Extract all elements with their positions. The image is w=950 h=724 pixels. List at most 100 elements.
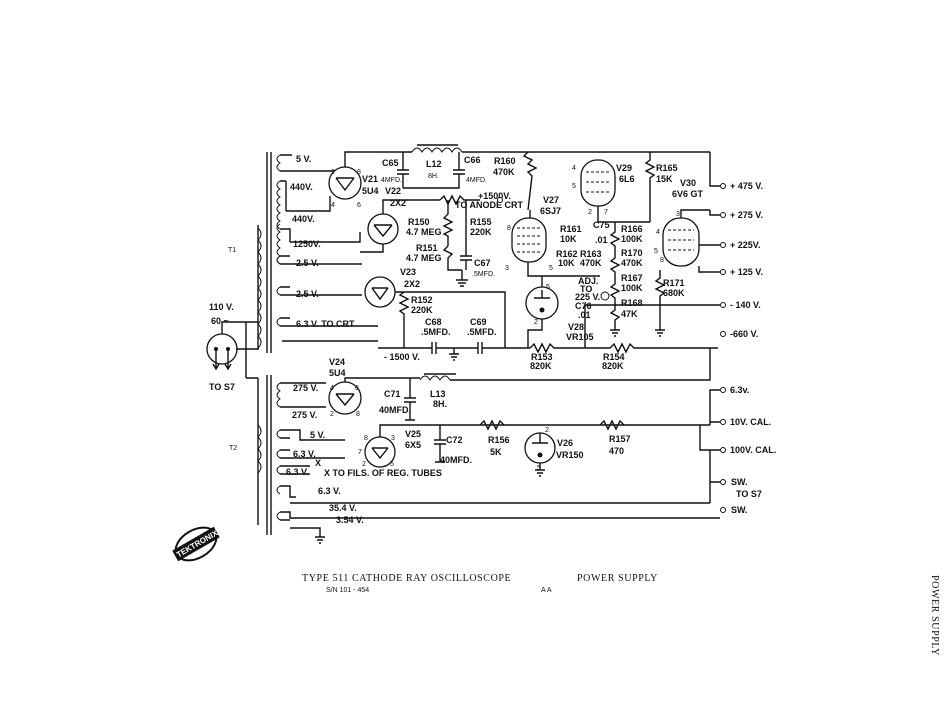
t2-tap-6v3-a: 6.3 V. bbox=[293, 449, 316, 459]
out-225v-terminal[interactable] bbox=[720, 242, 726, 248]
adj-label: ADJ. bbox=[578, 276, 599, 286]
v23-type: 2X2 bbox=[404, 279, 420, 289]
svg-text:2: 2 bbox=[330, 411, 334, 418]
c72-ref: C72 bbox=[446, 435, 463, 445]
r153-ref: R153 bbox=[531, 352, 553, 362]
r151-ref: R151 bbox=[416, 243, 438, 253]
serial-number: S/N 101 - 454 bbox=[326, 587, 369, 594]
t2-tap-35v4: 35.4 V. bbox=[329, 503, 357, 513]
r162-value: 10K bbox=[558, 258, 575, 268]
l12-ref: L12 bbox=[426, 159, 442, 169]
r160-ref: R160 bbox=[494, 156, 516, 166]
t2-tap-275v-b: 275 V. bbox=[292, 410, 317, 420]
hv-plus-1500: +1500V. bbox=[478, 191, 511, 201]
out-neg660v-label: -660 V. bbox=[730, 329, 758, 339]
out-125v-terminal[interactable] bbox=[720, 269, 726, 275]
c66-ref: C66 bbox=[464, 155, 481, 165]
r161-value: 10K bbox=[560, 234, 577, 244]
svg-text:5: 5 bbox=[390, 461, 394, 468]
v27-ref: V27 bbox=[543, 195, 559, 205]
r154-ref: R154 bbox=[603, 352, 625, 362]
t2-tap-6v3-c: 6.3 V. bbox=[318, 486, 341, 496]
c68-value: .5MFD. bbox=[421, 327, 451, 337]
out-6v3-label: 6.3v. bbox=[730, 385, 749, 395]
out-225v-label: + 225V. bbox=[730, 240, 760, 250]
r154-value: 820K bbox=[602, 361, 624, 371]
l13-ref: L13 bbox=[430, 389, 446, 399]
tube-v23: V23 2X2 bbox=[364, 267, 506, 348]
r151-value: 4.7 MEG bbox=[406, 253, 442, 263]
r165-ref: R165 bbox=[656, 163, 678, 173]
svg-text:8: 8 bbox=[357, 169, 361, 176]
svg-text:5: 5 bbox=[549, 265, 553, 272]
v30-type: 6V6 GT bbox=[672, 189, 704, 199]
t2-tap-3v54: 3.54 V. bbox=[336, 515, 364, 525]
t2-label: T2 bbox=[229, 445, 237, 452]
revision-mark: A A bbox=[541, 587, 552, 594]
v30-ref: V30 bbox=[680, 178, 696, 188]
svg-text:5: 5 bbox=[546, 284, 550, 291]
r162-ref: R162 bbox=[556, 249, 578, 259]
out-275v-label: + 275 V. bbox=[730, 210, 763, 220]
out-100v-cal-terminal[interactable] bbox=[720, 447, 726, 453]
x-mark-a: X bbox=[315, 458, 321, 468]
c76-value: .01 bbox=[578, 310, 591, 320]
r157-ref: R157 bbox=[609, 434, 631, 444]
c65-ref: C65 bbox=[382, 158, 399, 168]
v22-type: 2X2 bbox=[390, 198, 406, 208]
r152-value: 220K bbox=[411, 305, 433, 315]
r168-value: 47K bbox=[621, 309, 638, 319]
svg-text:7: 7 bbox=[358, 449, 362, 456]
svg-text:4: 4 bbox=[656, 229, 660, 236]
svg-text:6: 6 bbox=[355, 385, 359, 392]
v23-ref: V23 bbox=[400, 267, 416, 277]
input-to-s7-label: TO S7 bbox=[209, 382, 235, 392]
out-6v3-terminal[interactable] bbox=[720, 387, 726, 393]
sw-to-s7-label: TO S7 bbox=[736, 489, 762, 499]
r167-ref: R167 bbox=[621, 273, 643, 283]
r166-ref: R166 bbox=[621, 224, 643, 234]
r156-value: 5K bbox=[490, 447, 502, 457]
svg-text:5: 5 bbox=[537, 465, 541, 472]
c72-value: 40MFD. bbox=[440, 455, 472, 465]
r171-value: 680K bbox=[663, 288, 685, 298]
sw-terminal-b[interactable] bbox=[720, 507, 726, 513]
t2-tap-5v: 5 V. bbox=[310, 430, 325, 440]
r167-value: 100K bbox=[621, 283, 643, 293]
v24-type: 5U4 bbox=[329, 368, 346, 378]
tube-v24: V24 5U4 4 6 2 8 C71 40MFD. L13 8H. bbox=[328, 348, 711, 421]
adj-pot[interactable] bbox=[600, 291, 610, 301]
r155-ref: R155 bbox=[470, 217, 492, 227]
output-terminals: + 475 V. + 275 V. + 225V. + 125 V. - 140… bbox=[720, 181, 776, 515]
t1-tap-5v: 5 V. bbox=[296, 154, 311, 164]
svg-text:8: 8 bbox=[507, 225, 511, 232]
svg-text:8: 8 bbox=[364, 435, 368, 442]
v26-ref: V26 bbox=[557, 438, 573, 448]
title-block: TYPE 511 CATHODE RAY OSCILLOSCOPE POWER … bbox=[302, 573, 940, 656]
t1-tap-440v-b: 440V. bbox=[292, 214, 315, 224]
r152-section: R152 220K bbox=[398, 291, 433, 348]
out-neg660v-terminal[interactable] bbox=[720, 331, 726, 337]
svg-text:7: 7 bbox=[604, 209, 608, 216]
r156-ref: R156 bbox=[488, 435, 510, 445]
cal-supply: V25 6X5 8 7 2 5 3 C72 40MFD. R156 5K V26… bbox=[358, 389, 720, 503]
c66-value: 4MFD. bbox=[466, 177, 487, 184]
v29-type: 6L6 bbox=[619, 174, 635, 184]
r155-value: 220K bbox=[470, 227, 492, 237]
t1-tap-1250v: 1250V. bbox=[293, 239, 321, 249]
out-neg140v-terminal[interactable] bbox=[720, 302, 726, 308]
out-475v-terminal[interactable] bbox=[720, 183, 726, 189]
v26-type: VR150 bbox=[556, 450, 584, 460]
svg-text:3: 3 bbox=[391, 435, 395, 442]
out-125v-label: + 125 V. bbox=[730, 267, 763, 277]
c67-value: .5MFD. bbox=[472, 271, 495, 278]
svg-text:2: 2 bbox=[588, 209, 592, 216]
out-275v-terminal[interactable] bbox=[720, 212, 726, 218]
sw-terminal-a[interactable] bbox=[720, 479, 726, 485]
c75-value: .01 bbox=[595, 235, 608, 245]
c71-value: 40MFD. bbox=[379, 405, 411, 415]
sw-label-a: SW. bbox=[731, 477, 748, 487]
out-10v-cal-terminal[interactable] bbox=[720, 419, 726, 425]
r166-value: 100K bbox=[621, 234, 643, 244]
sw-label-b: SW. bbox=[731, 505, 748, 515]
